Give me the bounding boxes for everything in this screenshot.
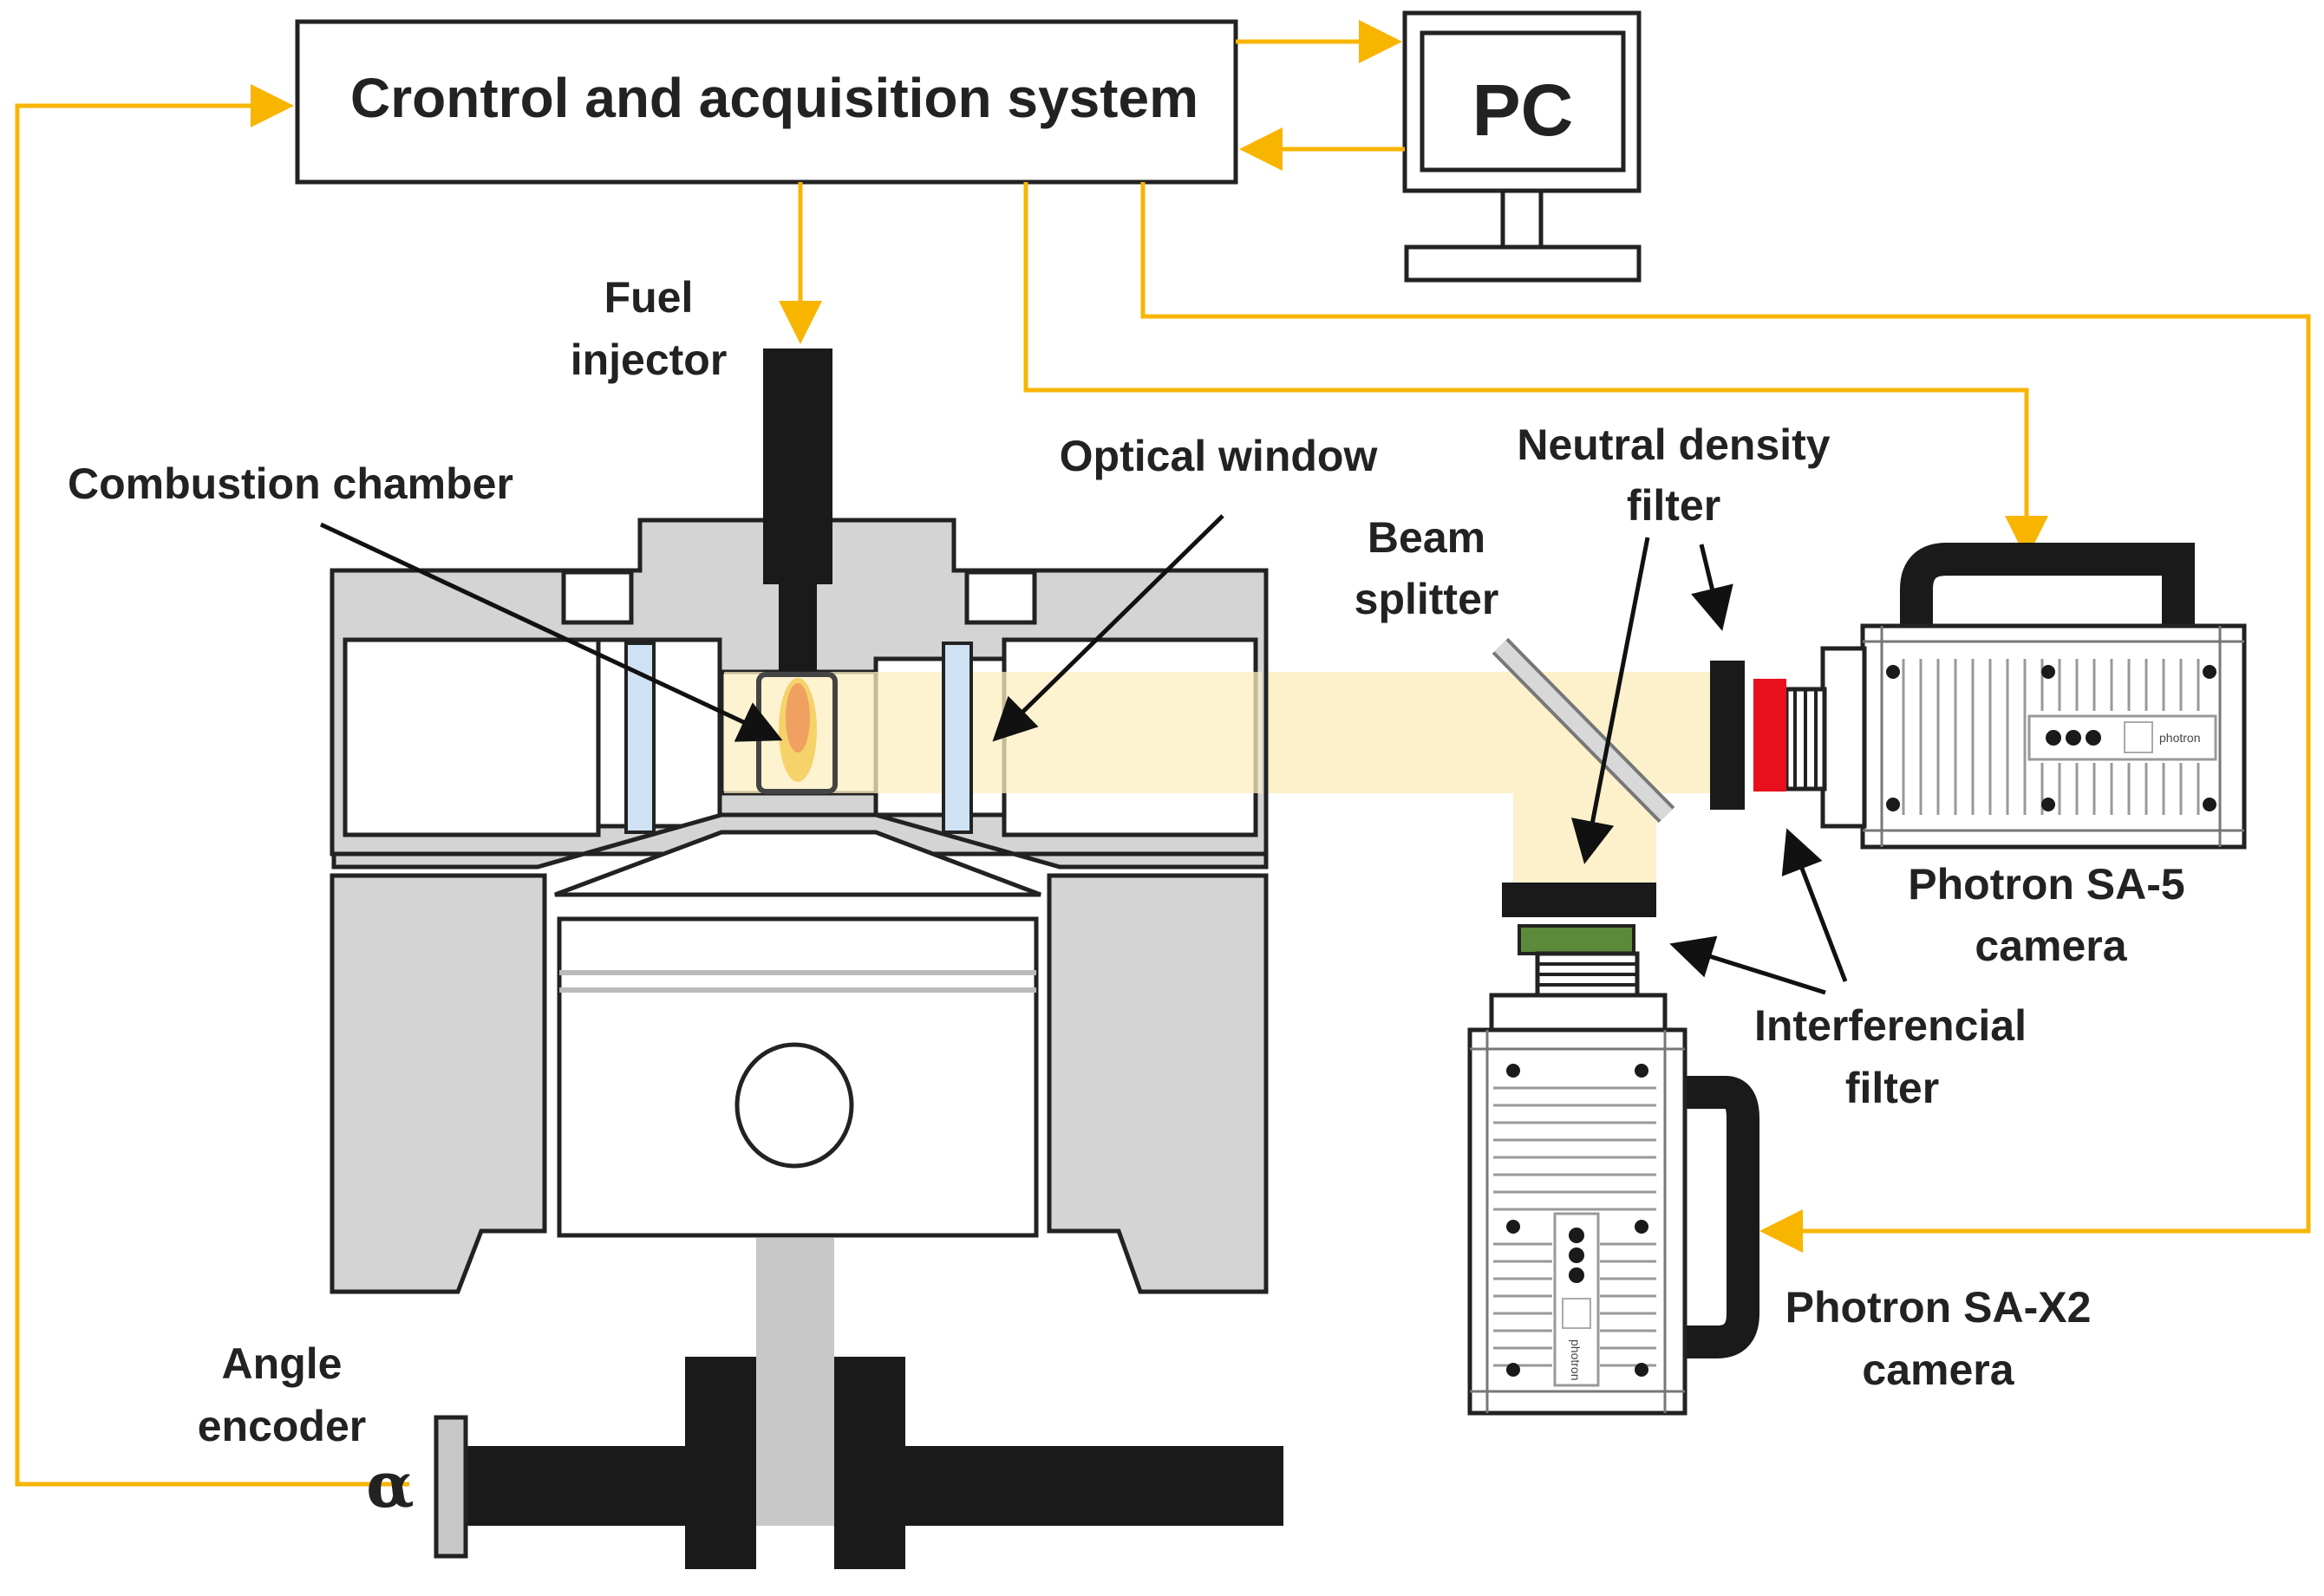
camera-sa5: photron <box>1710 543 2247 850</box>
neutral-density-label-1: Neutral density <box>1517 420 1830 469</box>
pointer-optical-window <box>992 514 1224 742</box>
pointer-arrows <box>319 514 1848 995</box>
sa5-brand: photron <box>2159 731 2200 745</box>
interferencial-label-1: Interferencial <box>1754 1001 2027 1050</box>
angle-encoder-label-2: encoder <box>198 1402 367 1450</box>
angle-encoder-label-1: Angle <box>222 1339 343 1388</box>
flame-inner <box>786 683 810 752</box>
camera-sax2-label-2: camera <box>1862 1345 2014 1394</box>
alpha-symbol: α <box>366 1448 414 1521</box>
camera-sax2: photron <box>1467 883 1759 1416</box>
control-system-label: Crontrol and acquisition system <box>350 67 1198 129</box>
fuel-injector-label-2: injector <box>571 335 728 384</box>
interferencial-label-2: filter <box>1845 1064 1939 1112</box>
signal-wires <box>15 20 2311 1487</box>
combustion-chamber-label: Combustion chamber <box>68 459 513 508</box>
beam-splitter-label-1: Beam <box>1368 513 1485 562</box>
pointer-interferencial-sa5 <box>1781 828 1848 982</box>
beam-splitter-label-2: splitter <box>1355 575 1499 623</box>
interferencial-filter-sa5 <box>1753 679 1786 791</box>
camera-sa5-label-2: camera <box>1975 922 2127 970</box>
neutral-density-filter-sax2 <box>1502 883 1656 917</box>
connecting-rod <box>756 1238 834 1455</box>
camera-sax2-label-1: Photron SA-X2 <box>1785 1283 2092 1332</box>
neutral-density-label-2: filter <box>1627 481 1720 530</box>
control-system-box: Crontrol and acquisition system <box>295 19 1238 185</box>
labels: Fuel injector Combustion chamber Optical… <box>68 273 2185 1450</box>
cylinder-wall-right <box>1047 873 1269 1294</box>
optical-windows <box>624 642 973 834</box>
optical-window-left <box>624 642 656 834</box>
optical-window-right <box>942 642 973 834</box>
fuel-injector <box>763 349 832 671</box>
beam-splitter <box>1492 637 1675 824</box>
pointer-interferencial-sax2 <box>1669 935 1826 995</box>
wire-control-to-sax2 <box>1140 182 2311 1253</box>
crankshaft <box>451 1357 1283 1569</box>
fuel-injector-label-1: Fuel <box>604 273 694 322</box>
optical-window-label: Optical window <box>1060 432 1378 480</box>
piston-pin <box>734 1042 854 1169</box>
neutral-density-filter-sa5 <box>1710 661 1745 810</box>
interferencial-filter-sax2 <box>1518 924 1635 955</box>
pointer-nd-filter-sax2 <box>1571 537 1650 864</box>
cylinder-wall-left <box>330 873 547 1294</box>
pointer-combustion-chamber <box>319 522 783 742</box>
engine-block <box>330 873 1269 1294</box>
cylinder-top <box>331 812 1269 897</box>
pointer-nd-filter-sa5 <box>1691 544 1733 631</box>
pc-monitor: PC <box>1402 10 1642 283</box>
angle-encoder-disc <box>434 1415 468 1559</box>
pc-label: PC <box>1472 69 1574 151</box>
wire-control-to-sa5 <box>1023 182 2048 559</box>
camera-sa5-label-1: Photron SA-5 <box>1908 860 2184 909</box>
wire-encoder-to-control <box>15 84 409 1487</box>
sax2-brand: photron <box>1569 1339 1583 1380</box>
